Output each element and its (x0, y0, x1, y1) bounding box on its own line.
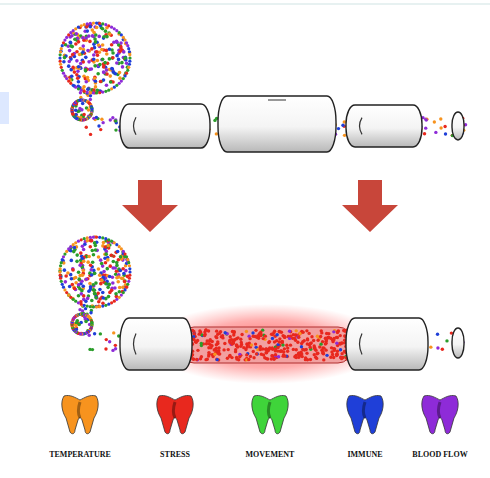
legend-item: BLOOD FLOW (394, 394, 486, 459)
tooth-swatch (60, 394, 100, 436)
demyelinated-neuron (58, 235, 464, 384)
legend-item: TEMPERATURE (34, 394, 126, 459)
legend-label: MOVEMENT (224, 450, 316, 459)
legend-label: BLOOD FLOW (394, 450, 486, 459)
change-arrow (122, 180, 398, 232)
tooth-swatch (155, 394, 195, 436)
legend-label: STRESS (129, 450, 221, 459)
legend-item: IMMUNE (319, 394, 411, 459)
tooth-swatch (250, 394, 290, 436)
legend-label: IMMUNE (319, 450, 411, 459)
tooth-swatch (345, 394, 385, 436)
myelinated-neuron (58, 21, 467, 152)
frame-line (0, 4, 490, 5)
side-tab (0, 92, 9, 124)
tooth-swatch (420, 394, 460, 436)
legend-label: TEMPERATURE (34, 450, 126, 459)
legend-item: STRESS (129, 394, 221, 459)
legend-item: MOVEMENT (224, 394, 316, 459)
